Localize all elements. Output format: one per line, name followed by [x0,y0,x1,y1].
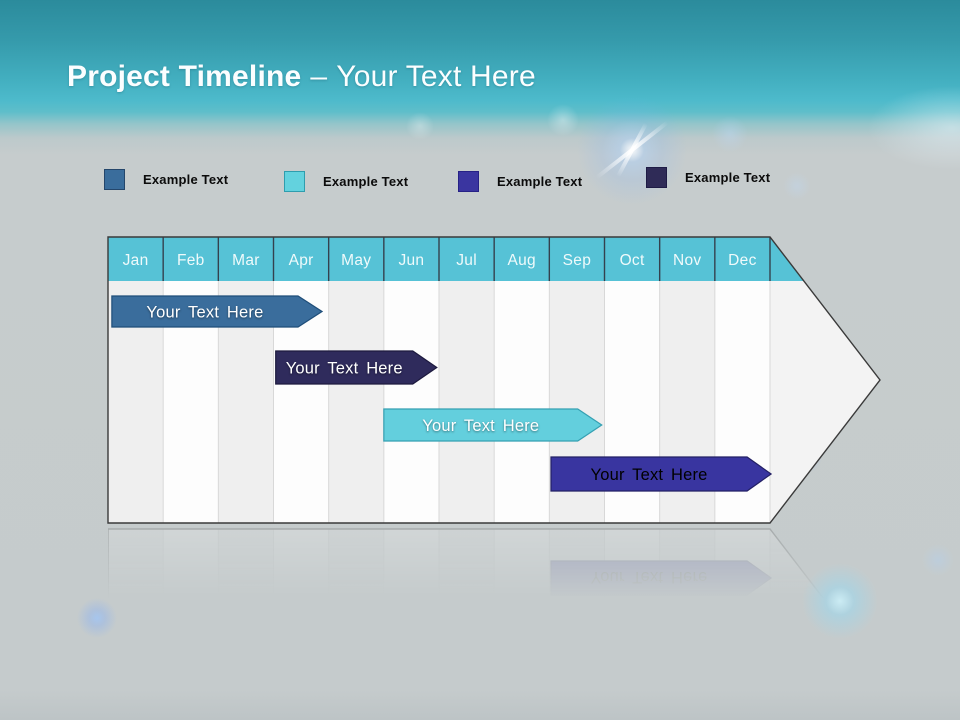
month-header-band [108,237,804,281]
legend-label: Example Text [685,169,771,185]
timeline-bar [550,456,773,492]
page-title: Project Timeline–Your Text Here [67,60,536,94]
legend-label: Example Text [497,173,583,189]
legend-item: Example Text [646,166,771,188]
legend-color-swatch [284,170,305,192]
month-label: Nov [673,252,701,269]
timeline-bar [111,295,324,328]
legend-color-swatch [646,166,667,188]
legend-item: Example Text [458,170,583,192]
month-label: Mar [232,252,260,269]
timeline-column [439,281,495,523]
title-bold-text: Project Timeline [67,60,302,93]
timeline-column [494,281,550,523]
month-label: Oct [620,252,645,269]
month-label: Apr [289,252,314,269]
title-separator: – [310,60,328,93]
legend-item: Example Text [104,168,229,190]
timeline-bar [383,408,603,442]
timeline-bar-label: Your Text Here [422,417,539,435]
legend-color-swatch [458,170,479,192]
month-label: Feb [177,252,205,269]
timeline-bar-label: Your Text Here [286,360,403,378]
timeline-bar-label: Your Text Here [591,466,708,484]
timeline-bar-label: Your Text Here [146,304,263,322]
month-label: Sep [563,252,591,269]
legend-item: Example Text [284,170,409,192]
month-label: Jul [456,252,477,269]
month-label: Aug [508,252,536,269]
timeline-outline [107,236,881,524]
title-regular-text: Your Text Here [336,60,536,93]
timeline-arrow-band: Jan Feb Mar Apr May Jun Jul Aug Sep Oct Nov DecYour… [107,236,881,524]
month-label: Jun [398,252,424,269]
month-label: Jan [123,252,149,269]
legend-color-swatch [104,168,125,190]
legend-label: Example Text [323,173,409,189]
month-label: May [341,252,371,269]
month-label: Dec [728,252,756,269]
timeline-bar [275,350,438,385]
timeline-column [383,281,439,523]
timeline-column [328,281,384,523]
legend-label: Example Text [143,171,229,187]
